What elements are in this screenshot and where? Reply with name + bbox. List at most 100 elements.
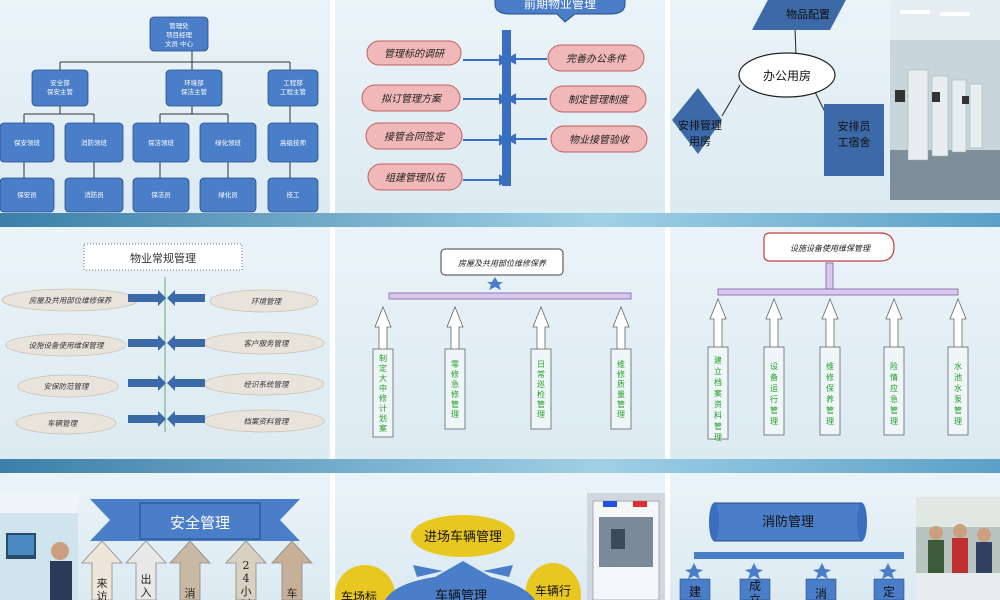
security-arrow <box>271 540 313 600</box>
star-icon <box>685 563 703 579</box>
house-column-label: 零修急修管理 <box>451 360 459 419</box>
org-staff: 保洁员 <box>151 190 171 199</box>
org-dept-box <box>165 69 223 107</box>
routine-right-pill <box>209 289 319 313</box>
house-column <box>610 348 632 430</box>
routine-management-diagram: 物业常规管理 <box>1 243 325 435</box>
facility-column-label: 险情应急管理 <box>890 361 898 426</box>
org-chart-diagram: 管理处 项目经理 文员 中心 安全部 保安主管 环境部 保洁主管 工程部 工程主… <box>0 16 319 213</box>
routine-left-pill <box>17 374 119 398</box>
panel-office-rooms[interactable]: 物品配置 办公用房 安排管理 用房 安排员 工宿舍 <box>670 0 1000 213</box>
org-staff-box <box>199 177 257 213</box>
fire-photo <box>916 497 1000 600</box>
routine-left-pill <box>5 333 127 357</box>
routine-left-pill <box>15 411 117 435</box>
panel-facility-maintenance[interactable]: 设施设备使用维保管理 建立档案资料管理 设备运行管理 维修保养管理 险情应急管理 <box>670 227 1000 459</box>
panel-security-management[interactable]: 安全管理 来访 出入 消 24小时 车 <box>0 473 330 600</box>
org-dept-head: 保洁主管 <box>181 87 208 96</box>
facility-column-label: 维修保养管理 <box>826 361 834 426</box>
star-icon <box>879 563 897 579</box>
office-right-box <box>824 104 884 176</box>
org-staff: 绿化员 <box>218 190 238 199</box>
office-center-ellipse <box>738 52 836 98</box>
org-dept-head: 工程主管 <box>280 87 307 96</box>
fire-column-label: 建 <box>689 585 701 599</box>
routine-left-item: 车辆管理 <box>47 419 78 428</box>
org-root-box <box>149 16 209 52</box>
security-management-diagram: 安全管理 来访 出入 消 24小时 车 <box>0 493 313 600</box>
panel-early-management[interactable]: 前期物业管理 管理标的调研 拟订 <box>335 0 665 213</box>
office-left-diamond <box>672 88 722 154</box>
facility-column-label: 设备运行管理 <box>770 361 778 426</box>
office-right-label: 工宿舍 <box>838 135 871 149</box>
security-arrow-label: 出入 <box>141 572 152 599</box>
routine-right-item: 经识系统管理 <box>244 380 290 389</box>
vehicle-left-label: 车场标 <box>341 589 377 600</box>
panel-fire-management[interactable]: 消防管理 建 成 立 消 定 <box>670 473 1000 600</box>
star-icon <box>813 563 831 579</box>
security-photo <box>0 493 78 600</box>
panel-org-chart[interactable]: 管理处 项目经理 文员 中心 安全部 保安主管 环境部 保洁主管 工程部 工程主… <box>0 0 330 213</box>
office-left-label: 用房 <box>689 135 711 148</box>
facility-maintenance-diagram: 设施设备使用维保管理 建立档案资料管理 设备运行管理 维修保养管理 险情应急管理 <box>707 232 969 442</box>
office-top-parallelogram <box>752 0 846 30</box>
vehicle-right-ellipse <box>525 563 581 600</box>
fire-title: 消防管理 <box>762 514 814 530</box>
fire-title-scroll <box>713 502 863 542</box>
org-staff: 保安员 <box>17 190 37 199</box>
house-column <box>444 348 466 430</box>
star-icon <box>745 563 763 579</box>
routine-right-item: 环境管理 <box>251 297 282 306</box>
panel-routine-management[interactable]: 物业常规管理 <box>0 227 330 459</box>
early-left-pill <box>367 163 463 191</box>
divider-strip <box>0 213 1000 227</box>
security-arrow <box>169 540 211 600</box>
facility-column <box>707 346 729 440</box>
routine-right-item: 档案资料管理 <box>244 417 290 426</box>
routine-left-item: 房屋及共用部位维修保养 <box>29 296 113 305</box>
early-left-item: 接管合同签定 <box>384 131 446 143</box>
early-left-pill <box>361 84 461 112</box>
org-staff: 消防员 <box>84 190 104 199</box>
fire-column-label: 定 <box>883 584 895 599</box>
routine-title-scroll <box>83 243 243 271</box>
early-title: 前期物业管理 <box>524 0 596 11</box>
org-team: 保洁领班 <box>148 138 175 147</box>
vehicle-right-label: 车辆行 <box>535 583 571 598</box>
fire-column <box>679 578 711 600</box>
org-dept-box <box>31 69 89 107</box>
fire-column-label: 成 <box>749 579 761 593</box>
security-arrow-label: 消 <box>185 586 196 600</box>
org-team: 消防领班 <box>81 138 108 147</box>
early-left-item: 拟订管理方案 <box>381 93 443 105</box>
early-center-bar <box>502 30 511 186</box>
fire-column-label: 消 <box>815 587 827 600</box>
early-right-pill <box>550 125 648 153</box>
org-dept-box <box>267 69 319 107</box>
office-photo <box>890 0 1000 200</box>
vehicle-center-label: 车辆管理 <box>435 588 487 600</box>
security-arrow <box>81 540 123 600</box>
office-left-label: 安排管理 <box>678 118 722 132</box>
panel-house-maintenance[interactable]: 房屋及共用部位维修保养 制定大中修计划案 零修急修管理 日常巡检管理 维修质量管… <box>335 227 665 459</box>
panel-vehicle-management[interactable]: 进场车辆管理 车场标 车辆行 车辆管理 <box>335 473 665 600</box>
facility-column <box>883 346 905 436</box>
early-right-item: 完善办公条件 <box>566 53 627 65</box>
early-management-diagram: 前期物业管理 管理标的调研 拟订 <box>361 0 648 191</box>
early-right-pill <box>547 44 645 72</box>
security-title: 安全管理 <box>170 514 230 532</box>
house-maintenance-diagram: 房屋及共用部位维修保养 制定大中修计划案 零修急修管理 日常巡检管理 维修质量管… <box>372 248 632 438</box>
security-arrow <box>225 540 267 600</box>
org-team-box <box>132 122 190 163</box>
vehicle-center-arrow <box>385 561 535 600</box>
house-title-box <box>440 248 564 276</box>
fire-column <box>873 578 905 600</box>
house-column-label: 日常巡检管理 <box>537 360 545 419</box>
office-right-label: 安排员 <box>838 119 871 133</box>
early-left-item: 组建管理队伍 <box>385 172 447 184</box>
vehicle-management-diagram: 进场车辆管理 车场标 车辆行 车辆管理 <box>335 493 665 600</box>
fire-management-diagram: 消防管理 建 成 立 消 定 <box>679 497 1000 600</box>
org-team-box <box>267 122 319 163</box>
facility-column <box>819 346 841 436</box>
